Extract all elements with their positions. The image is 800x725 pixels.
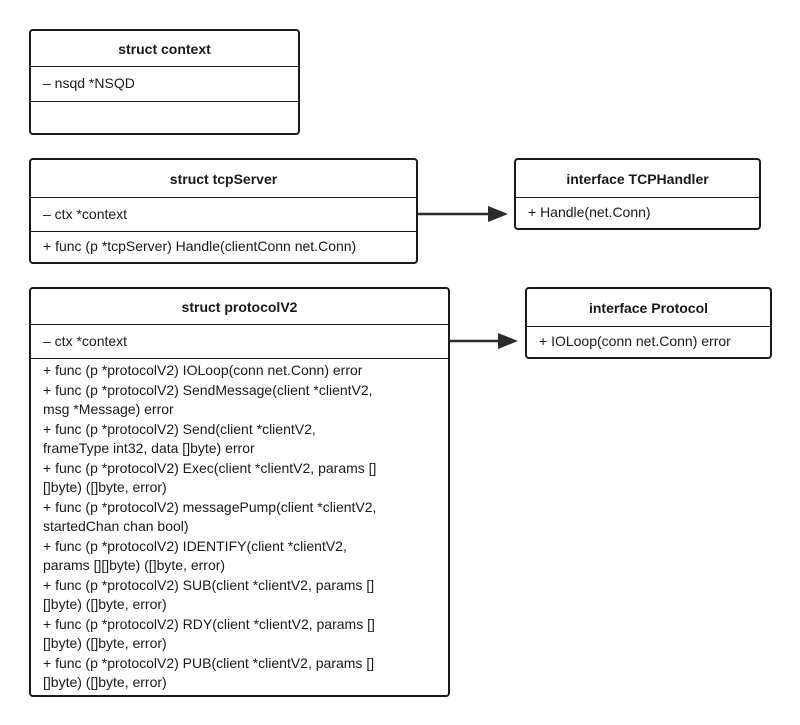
method-send-cont: frameType int32, data []byte) error	[43, 440, 255, 456]
attribute-ctx: – ctx *context	[43, 332, 128, 349]
interface-protocol-title: interface Protocol	[588, 299, 709, 316]
interface-protocol-box: interface Protocol + IOLoop(conn net.Con…	[525, 287, 772, 359]
method-handle: + func (p *tcpServer) Handle(clientConn …	[43, 238, 357, 255]
struct-context-title: struct context	[118, 40, 211, 57]
arrow-protocolv2-to-protocol	[450, 333, 518, 349]
interface-tcphandler-title: interface TCPHandler	[566, 170, 709, 187]
struct-protocolv2-attributes: – ctx *context	[31, 324, 448, 358]
struct-context-box: struct context – nsqd *NSQD	[29, 29, 300, 135]
method-sub: + func (p *protocolV2) SUB(client *clien…	[43, 576, 375, 593]
struct-tcpserver-methods: + func (p *tcpServer) Handle(clientConn …	[31, 231, 416, 262]
interface-tcphandler-box: interface TCPHandler + Handle(net.Conn)	[514, 158, 761, 230]
method-exec-cont: []byte) ([]byte, error)	[43, 479, 167, 495]
method-pub-cont: []byte) ([]byte, error)	[43, 674, 167, 690]
struct-context-methods	[31, 101, 298, 133]
method-handle: + Handle(net.Conn)	[528, 204, 651, 221]
method-ioloop: + func (p *protocolV2) IOLoop(conn net.C…	[43, 362, 363, 378]
method-pub: + func (p *protocolV2) PUB(client *clien…	[43, 654, 375, 671]
method-rdy-cont: []byte) ([]byte, error)	[43, 635, 167, 651]
attribute-ctx: – ctx *context	[43, 205, 128, 222]
struct-protocolv2-title: struct protocolV2	[181, 298, 298, 315]
struct-tcpserver-title: struct tcpServer	[169, 170, 278, 187]
method-exec: + func (p *protocolV2) Exec(client *clie…	[43, 459, 377, 476]
struct-context-attributes: – nsqd *NSQD	[31, 66, 298, 101]
interface-tcphandler-methods: + Handle(net.Conn)	[516, 197, 759, 228]
method-sendmessage: + func (p *protocolV2) SendMessage(clien…	[43, 381, 373, 398]
attribute-nsqd: – nsqd *NSQD	[43, 75, 135, 92]
struct-tcpserver-attributes: – ctx *context	[31, 197, 416, 231]
method-identify-cont: params [][]byte) ([]byte, error)	[43, 557, 226, 573]
method-send: + func (p *protocolV2) Send(client *clie…	[43, 420, 316, 437]
interface-protocol-methods: + IOLoop(conn net.Conn) error	[527, 326, 770, 357]
struct-protocolv2-box: struct protocolV2 – ctx *context + func …	[29, 287, 450, 697]
method-rdy: + func (p *protocolV2) RDY(client *clien…	[43, 615, 375, 632]
method-messagepump: + func (p *protocolV2) messagePump(clien…	[43, 498, 377, 515]
struct-protocolv2-methods: + func (p *protocolV2) IOLoop(conn net.C…	[31, 358, 448, 693]
method-ioloop: + IOLoop(conn net.Conn) error	[539, 333, 731, 350]
method-sendmessage-cont: msg *Message) error	[43, 401, 174, 417]
struct-tcpserver-box: struct tcpServer – ctx *context + func (…	[29, 158, 418, 264]
method-identify: + func (p *protocolV2) IDENTIFY(client *…	[43, 537, 347, 554]
method-messagepump-cont: startedChan chan bool)	[43, 518, 189, 534]
arrow-tcpserver-to-tcphandler	[418, 206, 508, 222]
method-sub-cont: []byte) ([]byte, error)	[43, 596, 167, 612]
